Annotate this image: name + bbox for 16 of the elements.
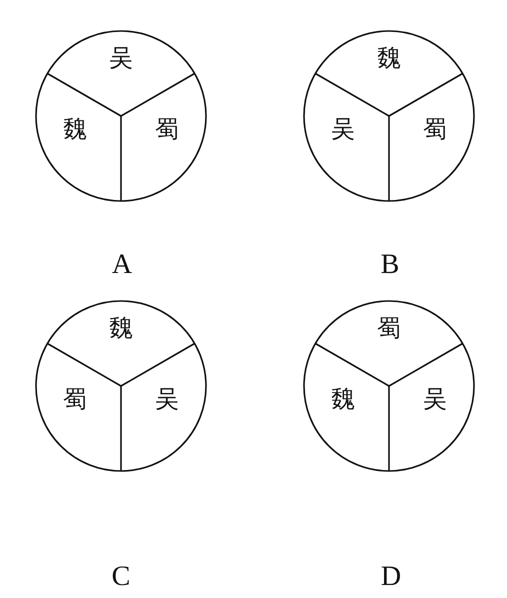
option-letter: C <box>112 562 130 592</box>
sector-label: 魏 <box>109 315 133 341</box>
option-letter: B <box>380 250 400 280</box>
sector-label: 蜀 <box>63 386 87 412</box>
option-letter: D <box>380 562 402 592</box>
sector-label: 蜀 <box>155 116 179 142</box>
sector-label: 吴 <box>423 386 447 412</box>
option-letter: A <box>112 250 132 280</box>
sector-label: 魏 <box>63 116 87 142</box>
sector-label: 魏 <box>377 45 401 71</box>
sector-label: 吴 <box>155 386 179 412</box>
sector-label: 蜀 <box>377 315 401 341</box>
sector-label: 吴 <box>109 45 133 71</box>
sector-label: 魏 <box>331 386 355 412</box>
sector-label: 吴 <box>331 116 355 142</box>
sector-label: 蜀 <box>423 116 447 142</box>
